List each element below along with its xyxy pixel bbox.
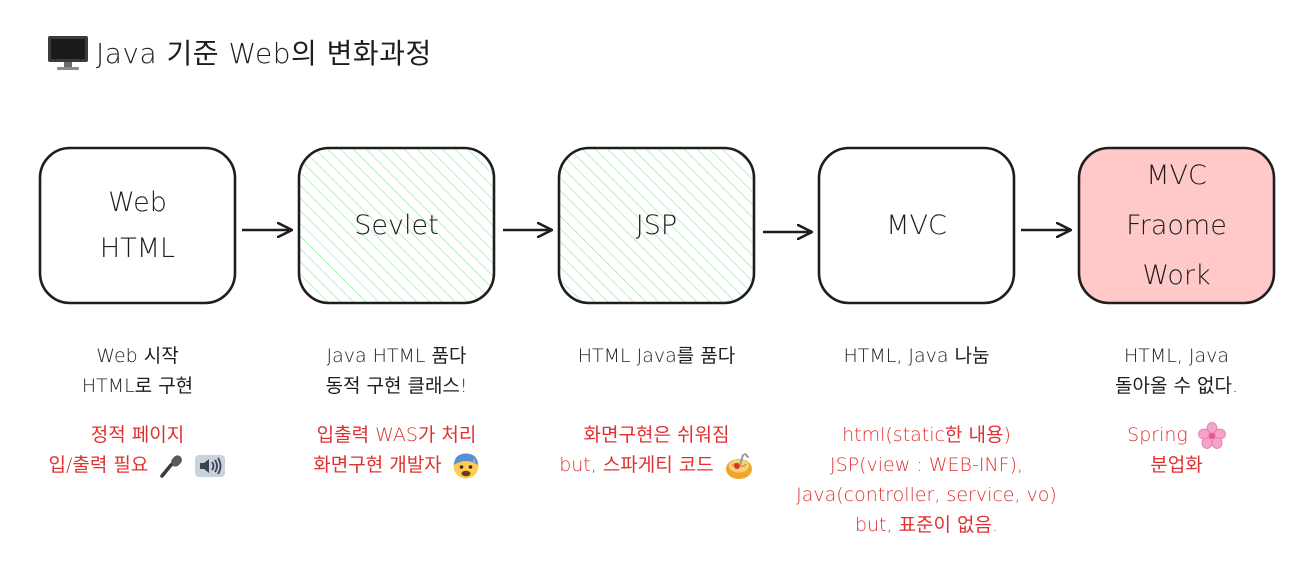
box-mvc-label: MVC: [819, 148, 1014, 303]
note-mvc-framework-line-2: 분업화: [1150, 454, 1203, 476]
note-jsp-line-2-wrap: but, 스파게티 코드: [534, 450, 779, 481]
desc-mvc-framework-line-1: HTML, Java: [1123, 345, 1230, 367]
monitor-icon: [48, 36, 88, 70]
note-jsp-line-2: but, 스파게티 코드: [559, 454, 714, 476]
box-servlet-label: Sevlet: [299, 148, 494, 303]
anxious-face-icon: [453, 453, 479, 478]
note-web-line-1: 정적 페이지: [90, 424, 185, 446]
note-web-line-2: 입/출력 필요: [48, 454, 149, 476]
microphone-icon: [160, 454, 183, 478]
note-mvc-line-1: html(static한 내용): [842, 424, 1011, 446]
desc-servlet: Java HTML 품다 동적 구현 클래스!: [279, 341, 514, 401]
box-mvc-framework-line-1: MVC: [1146, 159, 1207, 191]
box-servlet-line-1: Sevlet: [354, 209, 439, 241]
note-mvc: html(static한 내용) JSP(view : WEB-INF), Ja…: [759, 420, 1094, 540]
desc-servlet-line-1: Java HTML 품다: [326, 345, 467, 367]
box-web-label: Web HTML: [40, 148, 235, 303]
note-mvc-line-4: but, 표준이 없음.: [854, 514, 999, 536]
spaghetti-icon: [725, 452, 752, 479]
box-mvc: [817, 146, 1016, 305]
note-mvc-framework-line-1-wrap: Spring: [1059, 420, 1294, 450]
desc-jsp-line-1: HTML Java를 품다: [577, 345, 736, 367]
note-jsp-line-1: 화면구현은 쉬워짐: [583, 424, 730, 446]
speaker-icon: [195, 454, 226, 477]
note-servlet-line-2-wrap: 화면구현 개발자: [279, 450, 514, 480]
note-servlet-line-2: 화면구현 개발자: [313, 454, 442, 476]
box-web-line-1: Web: [108, 186, 167, 218]
box-jsp: [557, 146, 756, 305]
desc-mvc-framework: HTML, Java 돌아올 수 없다.: [1059, 341, 1294, 401]
box-web: [38, 146, 237, 305]
note-servlet: 입출력 WAS가 처리 화면구현 개발자: [279, 420, 514, 480]
desc-mvc: HTML, Java 나눔: [799, 341, 1034, 371]
desc-web-line-2: HTML로 구현: [81, 375, 194, 397]
box-web-line-2: HTML: [99, 232, 176, 264]
note-jsp: 화면구현은 쉬워짐 but, 스파게티 코드: [534, 420, 779, 481]
desc-jsp: HTML Java를 품다: [534, 341, 779, 371]
desc-servlet-line-2: 동적 구현 클래스!: [325, 375, 468, 397]
box-mvc-framework-line-3: Work: [1142, 259, 1211, 291]
box-servlet: [297, 146, 496, 305]
diagram-title: Java 기준 Web의 변화과정: [46, 30, 432, 74]
box-mvc-line-1: MVC: [886, 209, 947, 241]
box-mvc-framework-line-2: Fraome: [1126, 209, 1227, 241]
box-mvc-framework-label: MVC Fraome Work: [1079, 148, 1274, 303]
note-mvc-framework: Spring 분업화: [1059, 420, 1294, 480]
box-jsp-line-1: JSP: [635, 209, 678, 241]
title-text: Java 기준 Web의 변화과정: [96, 37, 432, 70]
note-mvc-framework-line-1: Spring: [1127, 424, 1188, 446]
note-mvc-line-3: Java(controller, service, vo): [796, 484, 1057, 506]
desc-web-line-1: Web 시작: [96, 345, 179, 367]
box-mvc-framework: [1077, 146, 1276, 305]
note-web-line-2-wrap: 입/출력 필요: [20, 450, 255, 480]
note-mvc-line-2: JSP(view : WEB-INF),: [829, 454, 1024, 476]
box-jsp-label: JSP: [559, 148, 754, 303]
cherry-blossom-icon: [1197, 421, 1226, 449]
desc-mvc-framework-line-2: 돌아올 수 없다.: [1115, 375, 1238, 397]
note-web: 정적 페이지 입/출력 필요: [20, 420, 255, 480]
desc-web: Web 시작 HTML로 구현: [20, 341, 255, 401]
desc-mvc-line-1: HTML, Java 나눔: [843, 345, 990, 367]
note-servlet-line-1: 입출력 WAS가 처리: [316, 424, 477, 446]
